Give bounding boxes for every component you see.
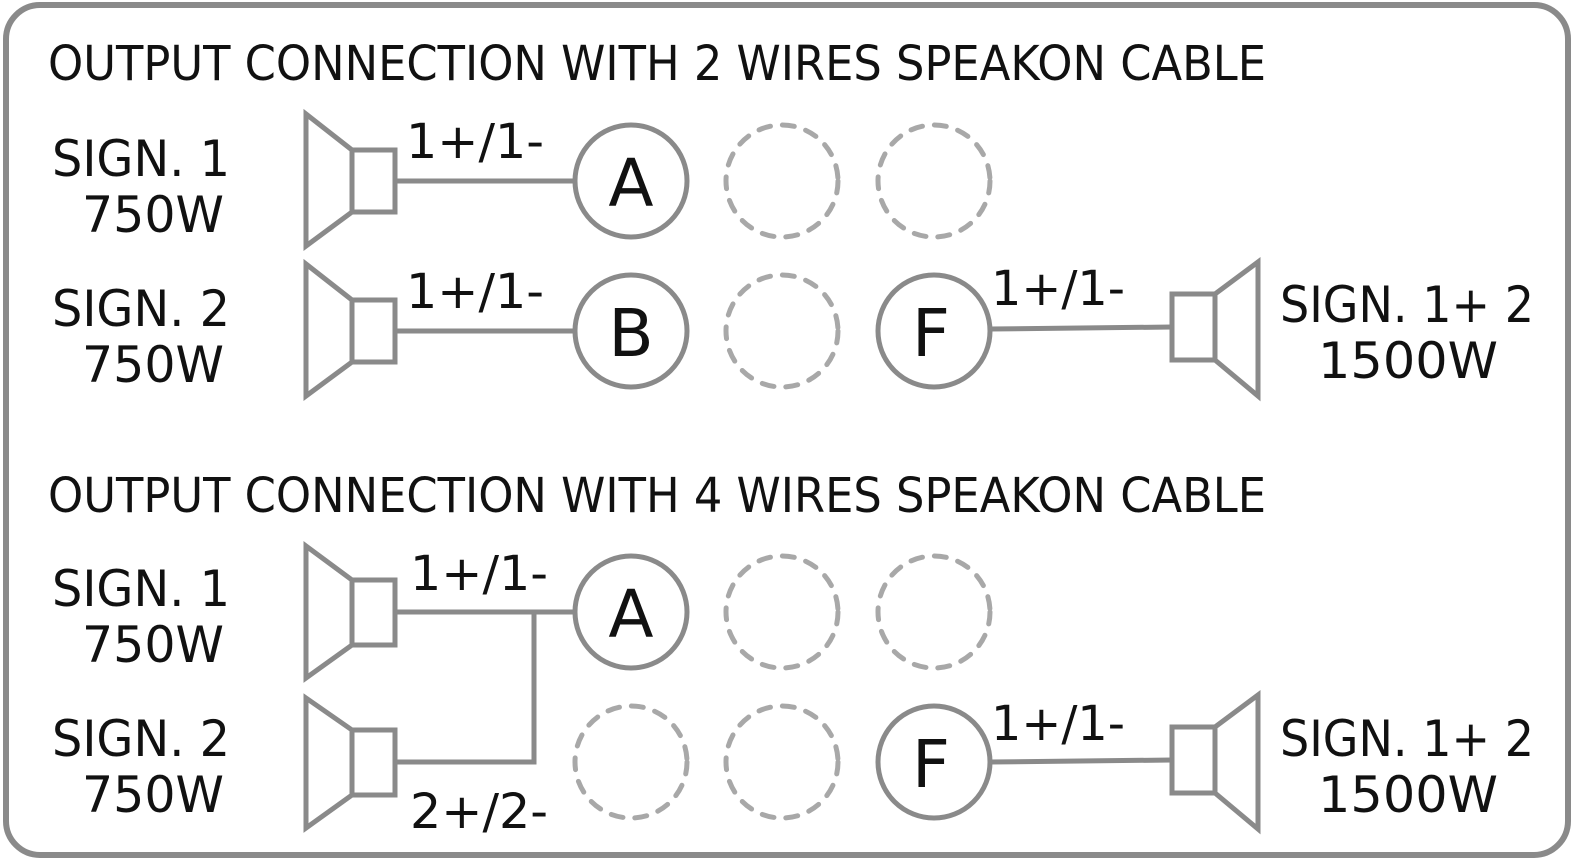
wire-label: 1+/1-	[406, 264, 544, 320]
wire	[989, 324, 1173, 332]
power-label: 750W	[82, 766, 224, 824]
power-label: 1500W	[1318, 766, 1498, 824]
connector-f	[875, 272, 993, 390]
speaker-icon	[1169, 690, 1261, 835]
sign-label: SIGN. 2	[52, 280, 230, 338]
wire-label: 1+/1-	[991, 696, 1125, 752]
power-label: 750W	[82, 336, 224, 394]
connector-a	[572, 122, 690, 240]
sign-label: SIGN. 2	[52, 710, 230, 768]
wire	[989, 757, 1173, 765]
speaker-icon	[303, 258, 398, 401]
sign-label: SIGN. 1	[52, 130, 230, 188]
empty-connector	[723, 122, 841, 240]
wire-label: 2+/2-	[410, 784, 548, 840]
section-title: OUTPUT CONNECTION WITH 4 WIRES SPEAKON C…	[48, 468, 1266, 524]
section-2-wires: OUTPUT CONNECTION WITH 2 WIRES SPEAKON C…	[48, 36, 1534, 402]
sign-label: SIGN. 1+ 2	[1280, 276, 1534, 334]
speaker-icon	[303, 108, 398, 251]
power-label: 1500W	[1318, 332, 1498, 390]
power-label: 750W	[82, 186, 224, 244]
speaker-icon	[1169, 257, 1261, 402]
speaker-icon	[303, 693, 398, 833]
section-4-wires: OUTPUT CONNECTION WITH 4 WIRES SPEAKON C…	[48, 468, 1534, 840]
empty-connector	[875, 122, 993, 240]
power-label: 750W	[82, 616, 224, 674]
sign-label: SIGN. 1+ 2	[1280, 710, 1534, 768]
wire-label: 1+/1-	[410, 546, 548, 602]
section-title: OUTPUT CONNECTION WITH 2 WIRES SPEAKON C…	[48, 36, 1266, 92]
connector-label: F	[912, 726, 950, 803]
sign-label: SIGN. 1	[52, 560, 230, 618]
connector-label: F	[912, 295, 950, 372]
empty-connector	[723, 703, 841, 821]
connector-a	[572, 553, 690, 671]
wire-label: 1+/1-	[406, 114, 544, 170]
connector-b	[572, 272, 690, 390]
connector-label: B	[608, 295, 653, 372]
empty-connector	[875, 553, 993, 671]
connector-label: A	[608, 576, 653, 653]
speaker-icon	[303, 541, 398, 683]
bridge-wire	[395, 612, 537, 765]
empty-connector	[723, 553, 841, 671]
empty-connector	[723, 272, 841, 390]
wire-label: 1+/1-	[991, 261, 1125, 317]
empty-connector	[572, 703, 690, 821]
connector-label: A	[608, 145, 653, 222]
